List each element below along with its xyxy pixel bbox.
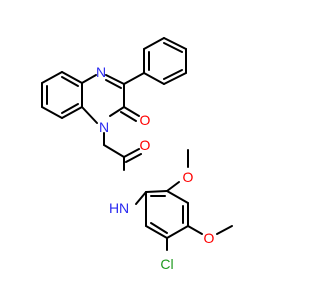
bond bbox=[105, 74, 125, 85]
acetamide-linker bbox=[103, 144, 147, 205]
bond bbox=[163, 72, 187, 85]
structure-drawing: N N O O H N O O Cl bbox=[0, 0, 300, 300]
bond bbox=[143, 72, 165, 85]
bond bbox=[61, 103, 79, 114]
atom-o-amide: O bbox=[140, 137, 151, 153]
bond bbox=[61, 106, 83, 119]
aniline-ring bbox=[145, 190, 189, 239]
bond bbox=[163, 37, 187, 50]
methoxy-4 bbox=[187, 225, 233, 235]
bond bbox=[163, 42, 183, 53]
atom-o-methoxy-4: O bbox=[204, 230, 215, 246]
bond bbox=[135, 191, 147, 205]
bond bbox=[123, 148, 140, 158]
bond bbox=[61, 71, 83, 84]
bond bbox=[125, 153, 142, 163]
bond bbox=[166, 181, 180, 192]
molecule-canvas: N N O O H N O O Cl bbox=[0, 0, 300, 300]
bond bbox=[123, 72, 145, 85]
bond bbox=[166, 225, 189, 239]
atom-o-ring: O bbox=[140, 112, 151, 128]
bond bbox=[163, 69, 183, 80]
bond bbox=[187, 225, 203, 235]
atom-n1: N bbox=[99, 119, 109, 135]
ring-carbonyl bbox=[120, 106, 140, 122]
bond bbox=[103, 144, 125, 158]
bond bbox=[145, 225, 168, 239]
bond bbox=[41, 106, 63, 119]
atom-n4: N bbox=[96, 64, 106, 80]
bond bbox=[145, 190, 168, 193]
bond bbox=[150, 222, 168, 234]
bond bbox=[109, 106, 125, 117]
bond bbox=[61, 76, 79, 87]
bond bbox=[143, 37, 165, 50]
bond bbox=[123, 106, 140, 117]
atom-cl: Cl bbox=[160, 256, 173, 272]
benzo-ring bbox=[41, 71, 83, 119]
bond bbox=[216, 225, 233, 235]
bond bbox=[81, 106, 98, 124]
methoxy-2 bbox=[166, 149, 189, 192]
atom-h-amide: H bbox=[109, 200, 119, 216]
phenyl-ring bbox=[123, 37, 187, 85]
bond bbox=[81, 74, 97, 84]
atom-n-amide: N bbox=[119, 200, 129, 216]
bond bbox=[120, 111, 137, 122]
bond bbox=[41, 71, 63, 84]
bond bbox=[166, 190, 189, 204]
background bbox=[0, 0, 300, 300]
bond bbox=[105, 79, 122, 89]
pyrazinone-ring bbox=[81, 74, 125, 146]
atom-o-methoxy-2: O bbox=[183, 169, 194, 185]
